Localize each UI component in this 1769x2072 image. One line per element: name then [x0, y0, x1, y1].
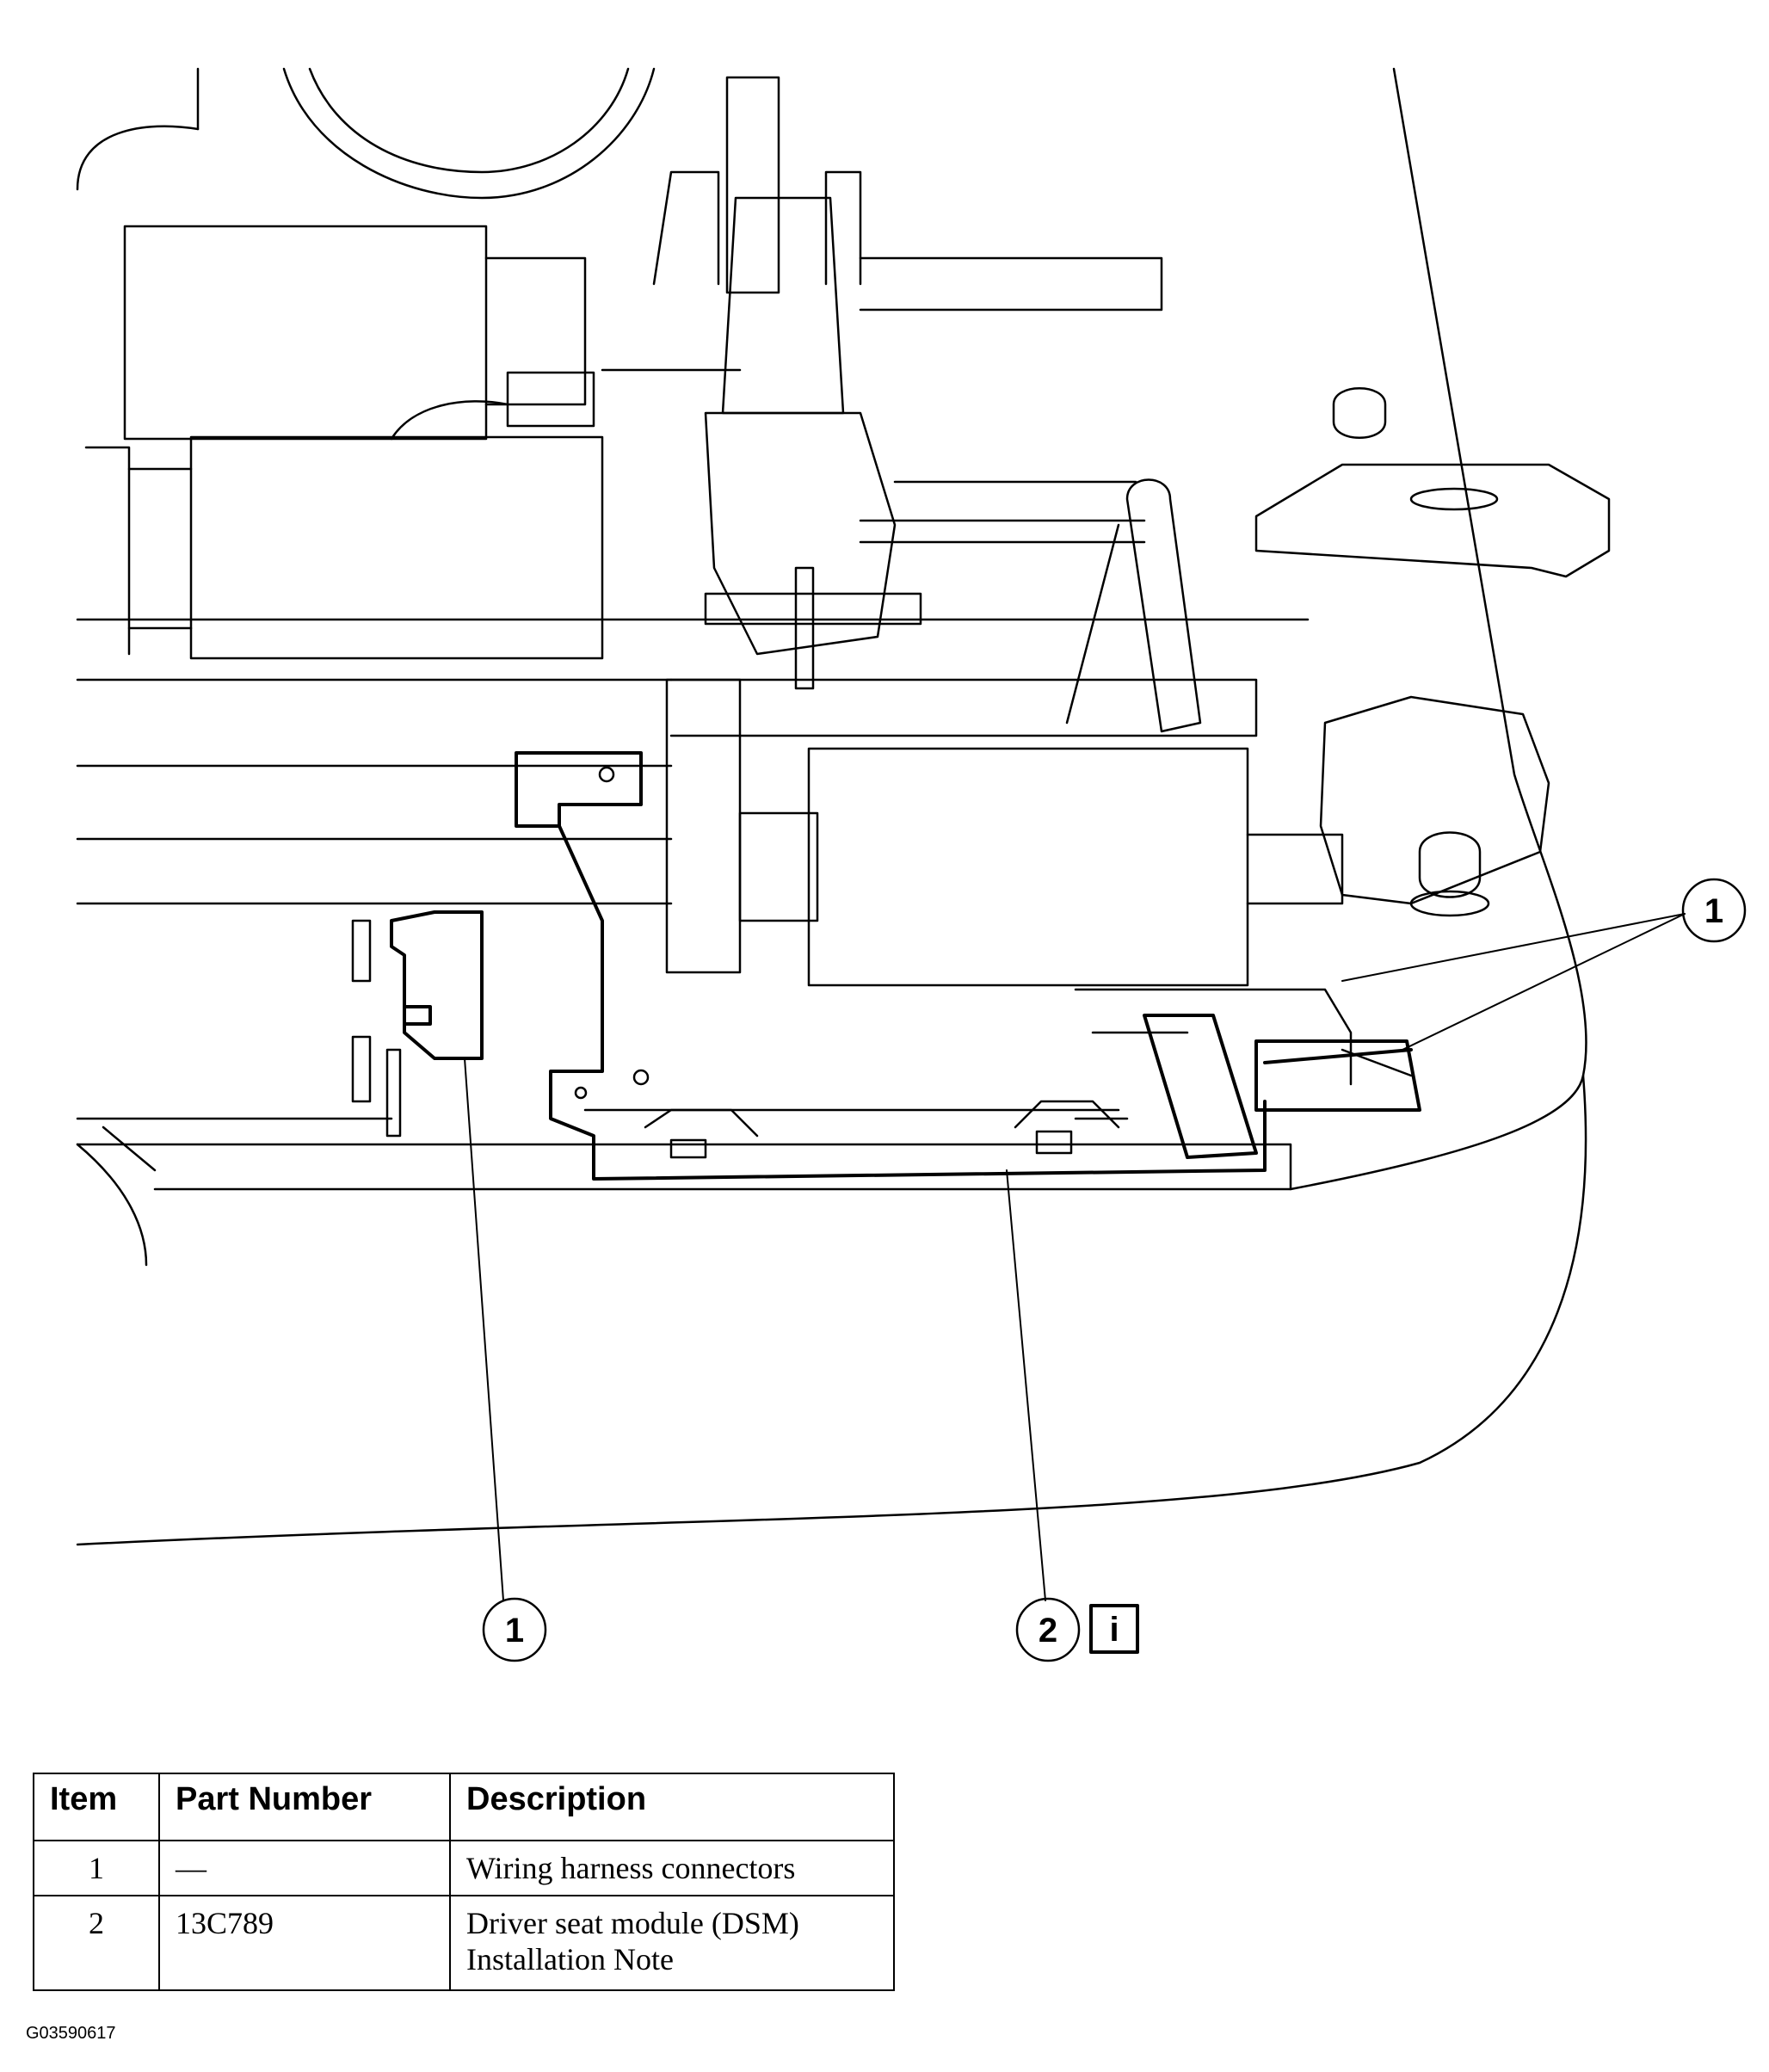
right-connector-housing	[1074, 988, 1413, 1086]
dsm-bracket-detail	[574, 766, 1120, 1159]
callout-1-right: 1	[1681, 878, 1747, 943]
row-description-cell: Driver seat module (DSM) Installation No…	[449, 1895, 895, 1991]
link-arm	[1065, 478, 1202, 733]
seat-frame-outline	[76, 67, 1587, 1546]
table-header-row: Item Part Number Description	[33, 1773, 895, 1841]
row-item: 2	[33, 1895, 160, 1991]
svg-text:1: 1	[1704, 892, 1723, 930]
leader-lines	[464, 913, 1686, 1601]
parts-table: Item Part Number Description 1 — Wiring …	[33, 1773, 895, 1991]
row-description: Driver seat module (DSM)	[466, 1906, 799, 1940]
left-harness-connector	[390, 910, 484, 1060]
lower-drive-shaft	[76, 678, 1344, 987]
callout-1-left: 1	[482, 1597, 547, 1662]
lower-motor	[84, 435, 604, 660]
row-part-number: —	[158, 1840, 451, 1896]
info-icon: i	[1089, 1604, 1139, 1654]
svg-text:i: i	[1109, 1611, 1119, 1649]
left-connector-pins	[76, 919, 402, 1138]
right-harness-connector	[1143, 1014, 1421, 1159]
driver-seat-module	[515, 751, 1267, 1181]
figure-code: G03590617	[26, 2024, 116, 2043]
svg-text:2: 2	[1039, 1612, 1057, 1650]
row-part-number: 13C789	[158, 1895, 451, 1991]
table-row: 2 13C789 Driver seat module (DSM) Instal…	[33, 1895, 895, 1991]
right-motor-end	[1319, 695, 1550, 917]
row-item: 1	[33, 1840, 160, 1896]
installation-note-link[interactable]: Installation Note	[466, 1942, 674, 1976]
table-row: 1 — Wiring harness connectors	[33, 1840, 895, 1896]
horizontal-rods	[601, 256, 1163, 544]
upper-motor	[123, 225, 595, 441]
dsm-location-illustration: 1 1 2 i	[76, 67, 1747, 1662]
vertical-drive-shaft	[652, 76, 922, 690]
header-description: Description	[449, 1773, 895, 1841]
top-gear-housing	[76, 67, 656, 200]
header-item: Item	[33, 1773, 160, 1841]
row-description: Wiring harness connectors	[449, 1840, 895, 1896]
right-mounting-bracket	[1254, 387, 1611, 578]
callout-2: 2	[1015, 1597, 1081, 1662]
header-part-number: Part Number	[158, 1773, 451, 1841]
svg-text:1: 1	[505, 1612, 524, 1650]
